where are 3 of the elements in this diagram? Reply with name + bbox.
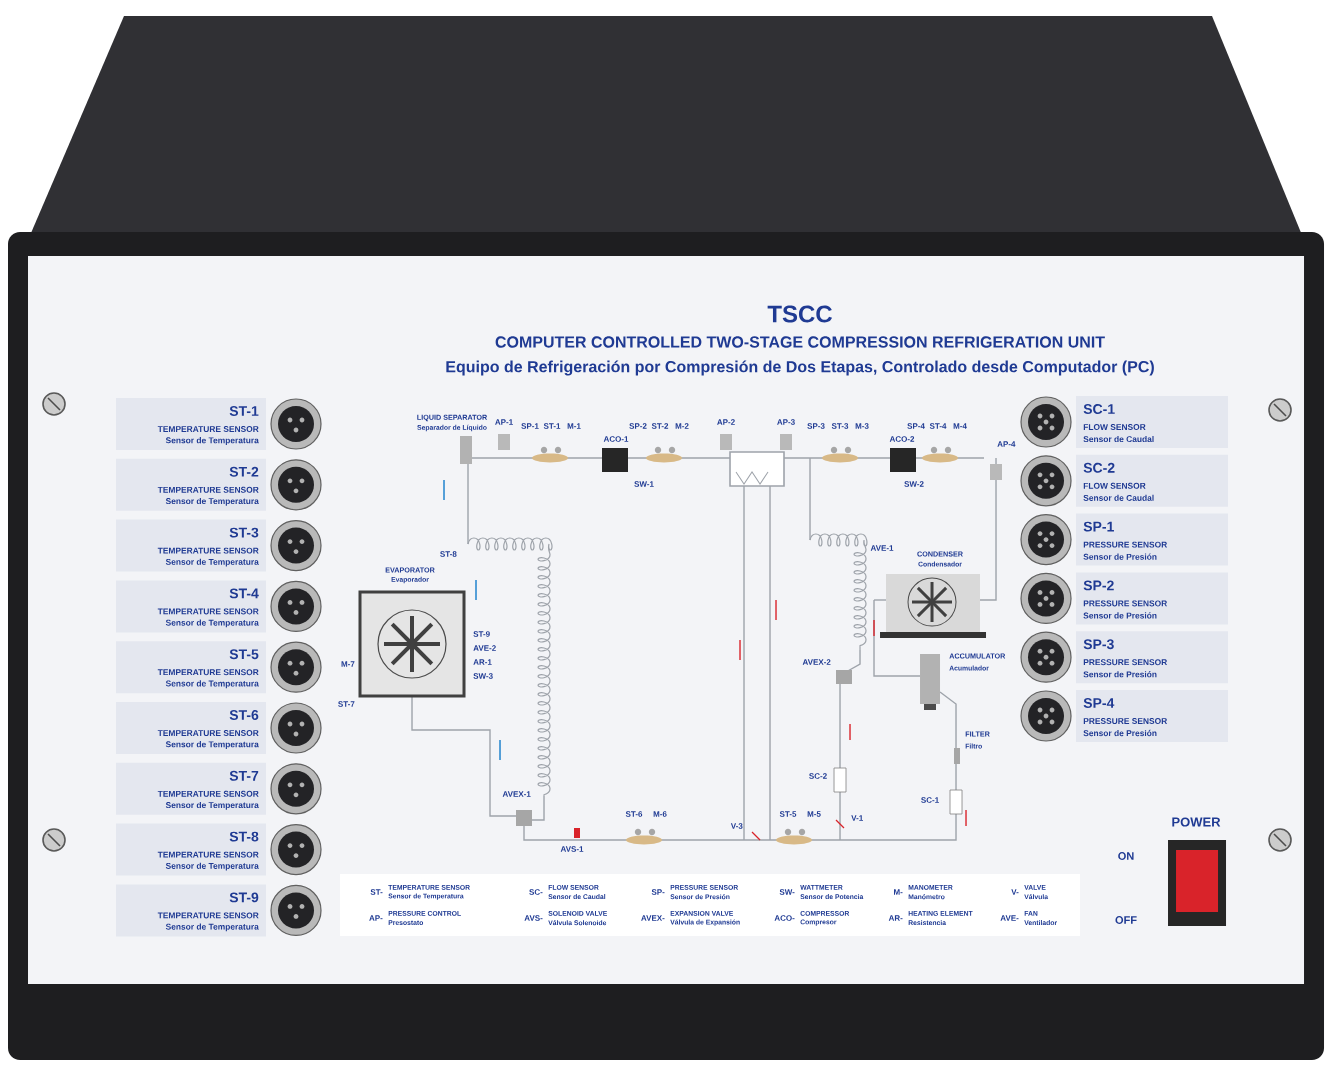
- title: TSCC: [767, 305, 833, 323]
- subtitle: COMPUTER CONTROLLED TWO-STAGE COMPRESSION REFRIGERATION UNIT: [495, 336, 1105, 348]
- subtitle: Equipo de Refrigeración por Compresión de Dos Etapas, Controlado desde Computador (PC): [446, 360, 1154, 376]
